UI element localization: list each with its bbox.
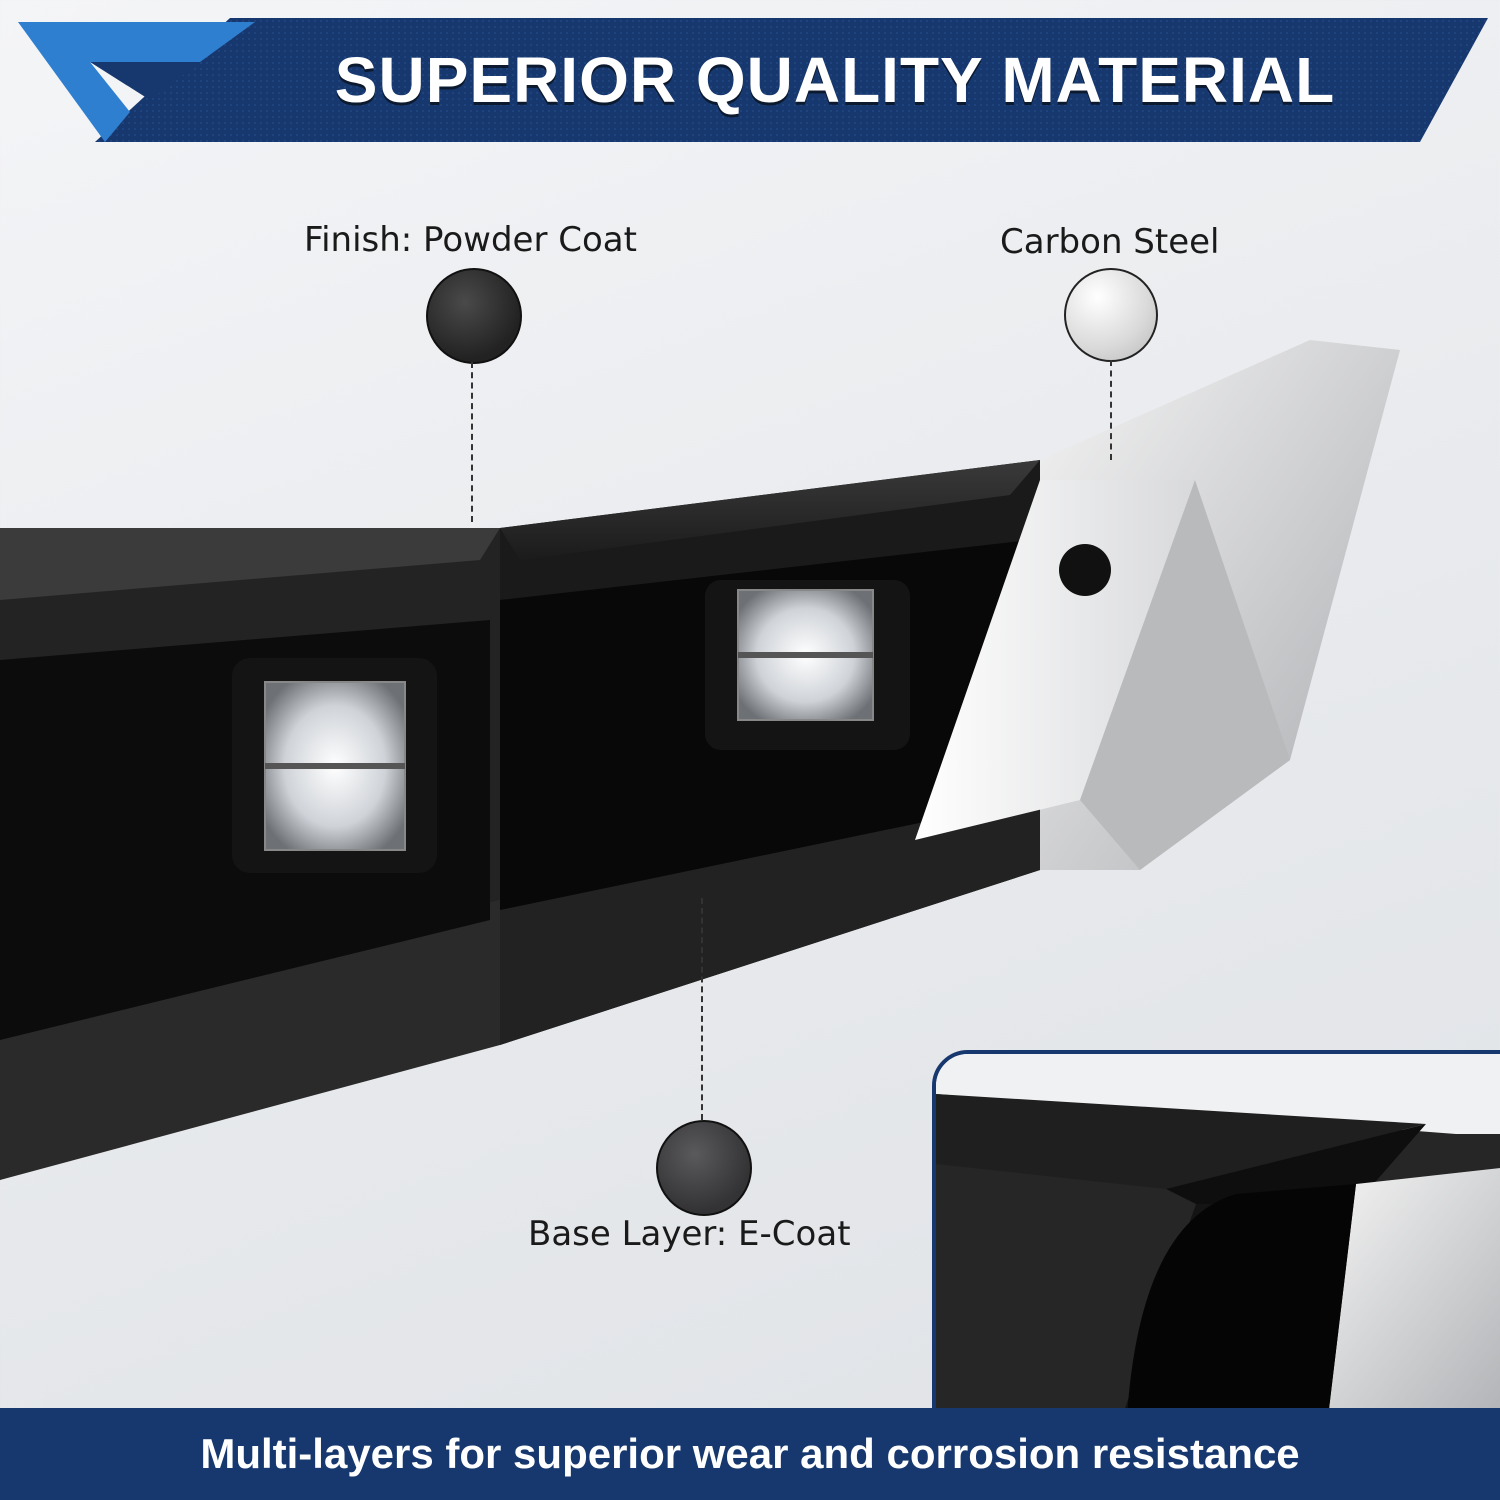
carbon-steel-leader bbox=[1110, 360, 1112, 460]
inset-closeup-illustration bbox=[936, 1054, 1500, 1434]
carbon-steel-label: Carbon Steel bbox=[1000, 222, 1220, 262]
e-coat-swatch bbox=[656, 1120, 752, 1216]
powder-coat-swatch bbox=[426, 268, 522, 364]
e-coat-label: Base Layer: E-Coat bbox=[528, 1214, 851, 1254]
footer-tagline: Multi-layers for superior wear and corro… bbox=[200, 1430, 1300, 1477]
powder-coat-leader bbox=[471, 362, 473, 522]
banner-background bbox=[18, 18, 1488, 142]
banner-title: SUPERIOR QUALITY MATERIAL bbox=[334, 44, 1336, 116]
detail-inset bbox=[932, 1050, 1500, 1438]
powder-coat-label: Finish: Powder Coat bbox=[304, 220, 637, 260]
e-coat-leader bbox=[701, 898, 703, 1120]
chevron-logo-icon bbox=[18, 22, 255, 142]
carbon-steel-swatch bbox=[1064, 268, 1158, 362]
footer-banner: Multi-layers for superior wear and corro… bbox=[0, 1408, 1500, 1500]
led-light-left bbox=[232, 658, 437, 873]
led-light-right bbox=[705, 580, 910, 750]
